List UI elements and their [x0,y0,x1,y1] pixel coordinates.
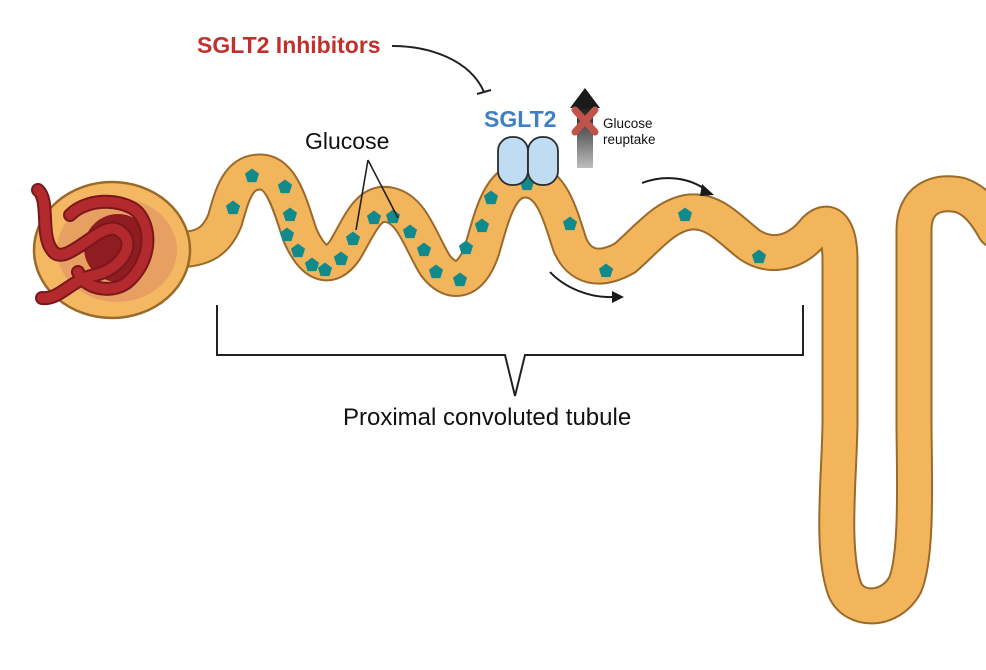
glucose-molecule-icon [290,243,306,258]
glucose-molecules [225,168,767,287]
glucose-molecule-icon [225,200,241,215]
sglt2-inhibitors-label: SGLT2 Inhibitors [197,32,381,58]
glucose-pointer-lines [355,159,399,231]
glucose-molecule-icon [483,190,499,205]
glucose-molecule-icon [598,263,614,278]
proximal-tubule [151,153,986,625]
proximal-convoluted-tubule-label: Proximal convoluted tubule [343,404,632,431]
flow-arrow-icon [549,271,624,303]
glucose-molecule-icon [345,231,361,246]
inhibition-arrow-icon [391,45,492,95]
glomerulus-icon [31,180,192,320]
glucose-molecule-icon [333,251,349,266]
blocked-x-icon [571,106,599,136]
glucose-molecule-icon [279,227,295,242]
glucose-molecule-icon [452,272,468,287]
glucose-molecule-icon [304,257,320,272]
glucose-molecule-icon [282,207,298,222]
glucose-molecule-icon [428,264,444,279]
glucose-molecule-icon [277,179,293,194]
glucose-molecule-icon [317,262,333,277]
sglt2-label: SGLT2 [484,106,557,132]
segment-bracket [216,305,804,397]
flow-arrow-icon [641,177,714,196]
glucose-molecule-icon [458,240,474,255]
glucose-molecule-icon [244,168,260,183]
glucose-reuptake-label: Glucose reuptake [603,116,656,147]
glucose-molecule-icon [416,242,432,257]
glucose-molecule-icon [474,218,490,233]
glucose-molecule-icon [562,216,578,231]
glucose-label: Glucose [305,128,390,154]
glucose-molecule-icon [385,209,401,224]
glucose-molecule-icon [677,207,693,222]
glucose-molecule-icon [366,210,382,225]
glucose-molecule-icon [751,249,767,264]
transporter-icon [497,136,559,186]
glucose-molecule-icon [402,224,418,239]
